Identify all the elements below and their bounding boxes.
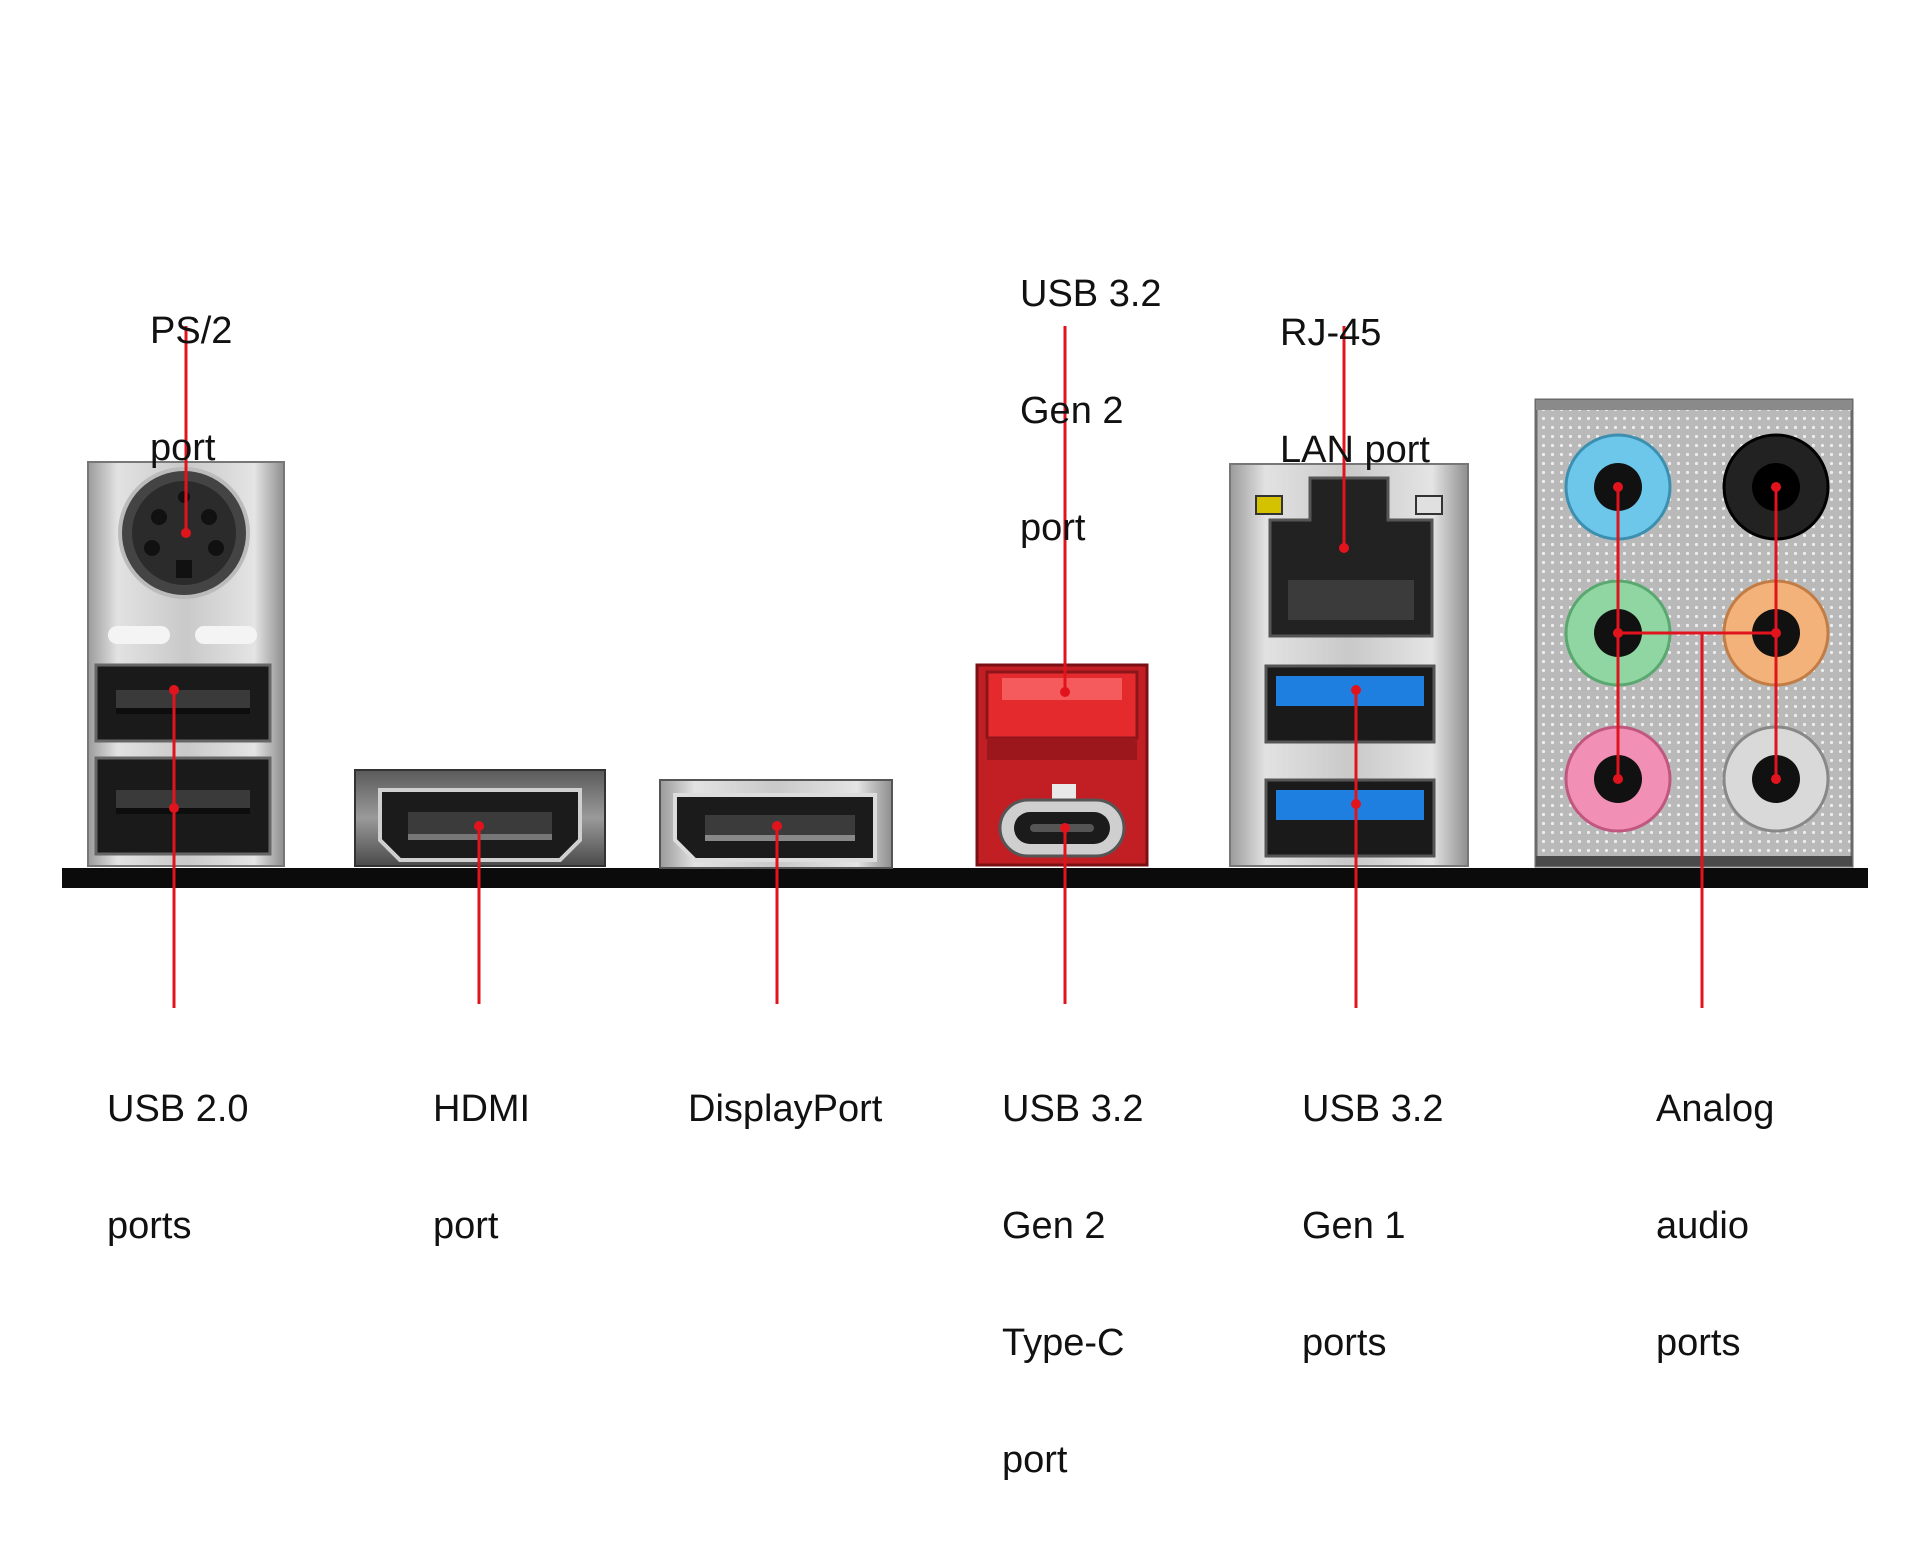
leader-lines — [172, 326, 1778, 1008]
label-ps2: PS/2 port — [150, 234, 232, 546]
label-line: Gen 2 — [1002, 1205, 1106, 1247]
rj45-usb-gen1-block — [1229, 463, 1469, 867]
label-line: USB 3.2 — [1002, 1088, 1144, 1130]
leader-dots — [169, 482, 1781, 833]
label-line: HDMI — [433, 1088, 531, 1130]
label-audio: Analog audio ports — [1656, 1012, 1774, 1441]
label-line: USB 2.0 — [107, 1088, 249, 1130]
usb-gen2-typec-block — [975, 663, 1149, 867]
label-usb20: USB 2.0 ports — [107, 1012, 249, 1324]
label-typec: USB 3.2 Gen 2 Type-C port — [1002, 1012, 1144, 1558]
label-line: port — [1020, 507, 1086, 549]
label-line: port — [1002, 1439, 1068, 1481]
label-line: DisplayPort — [688, 1088, 883, 1130]
label-line: Type-C — [1002, 1322, 1125, 1364]
label-displayport: DisplayPort — [688, 1012, 882, 1207]
label-usb-gen1: USB 3.2 Gen 1 ports — [1302, 1012, 1444, 1441]
label-line: Analog — [1656, 1088, 1775, 1130]
label-line: ports — [107, 1205, 192, 1247]
label-line: USB 3.2 — [1302, 1088, 1444, 1130]
label-line: Gen 1 — [1302, 1205, 1406, 1247]
label-line: USB 3.2 — [1020, 273, 1162, 315]
label-line: ports — [1656, 1322, 1741, 1364]
label-line: LAN port — [1280, 429, 1430, 471]
label-rj45: RJ-45 LAN port — [1280, 236, 1430, 548]
label-line: RJ-45 — [1280, 312, 1382, 354]
label-line: PS/2 — [150, 310, 233, 352]
label-line: audio — [1656, 1205, 1749, 1247]
label-line: Gen 2 — [1020, 390, 1124, 432]
io-panel-illustration — [62, 326, 1868, 1008]
label-line: port — [433, 1205, 499, 1247]
label-line: port — [150, 427, 216, 469]
label-usb-gen2: USB 3.2 Gen 2 port — [1020, 197, 1162, 626]
label-hdmi: HDMI port — [433, 1012, 530, 1324]
io-panel-diagram: PS/2 port USB 3.2 Gen 2 port RJ-45 LAN p… — [62, 197, 1868, 1480]
label-line: ports — [1302, 1322, 1387, 1364]
motherboard-edge — [62, 868, 1868, 888]
